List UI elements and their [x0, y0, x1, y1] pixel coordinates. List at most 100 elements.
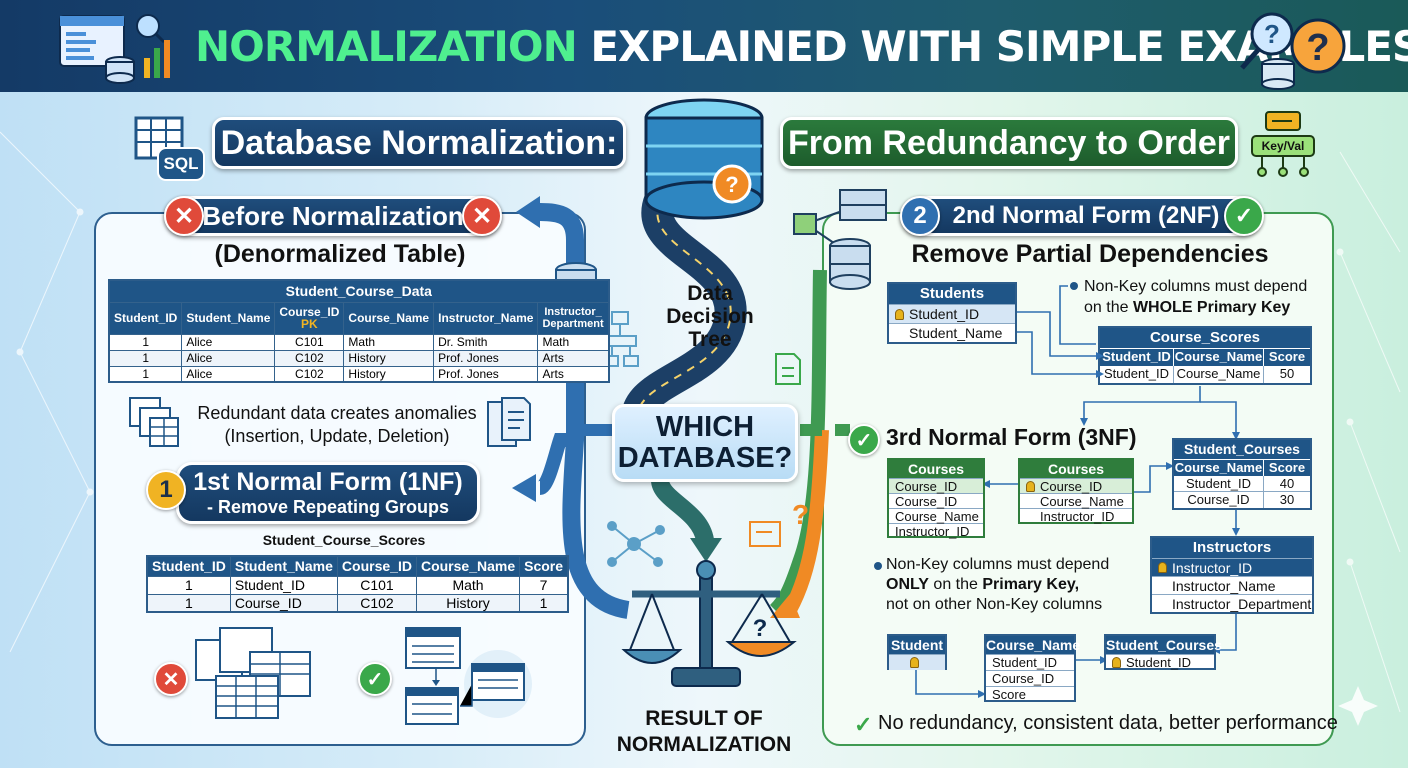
nf2-check-icon: ✓	[1224, 196, 1264, 236]
nf3-note-line2: ONLY on the Primary Key,	[886, 575, 1136, 595]
table-cell: Instructor_ID	[1172, 559, 1253, 576]
good-check-icon: ✓	[358, 662, 392, 696]
right-banner: From Redundancy to Order	[780, 117, 1238, 169]
conclusion-check-icon: ✓	[854, 712, 873, 737]
column-header-text: Course_ID	[279, 305, 340, 319]
nf1-banner: 1st Normal Form (1NF) - Remove Repeating…	[176, 462, 480, 524]
which-database-box: WHICH DATABASE?	[612, 404, 798, 482]
table-cell: Prof. Jones	[433, 349, 539, 367]
nf1-number-badge: 1	[146, 470, 186, 510]
nf3-title: 3rd Normal Form (3NF)	[886, 424, 1137, 450]
question-search-icon: ? ?	[1240, 12, 1346, 90]
table-row: Course_ID 30	[1174, 492, 1310, 508]
table-row: Student_ID	[889, 304, 1015, 323]
table-cell: C102	[274, 349, 345, 367]
title-highlight: NORMALIZATION	[195, 22, 578, 71]
table-title: Student	[889, 636, 945, 654]
table-row: Student_ID Course_Name 50	[1100, 366, 1310, 383]
header-bar: NORMALIZATION EXPLAINED WITH SIMPLE EXAM…	[0, 0, 1408, 92]
table-row: Course_ID	[889, 493, 983, 509]
sql-table-icon	[134, 116, 205, 181]
table-cell: Prof. Jones	[433, 365, 539, 383]
table-cell: Course_ID	[1040, 478, 1103, 494]
table-title: Instructors	[1152, 538, 1312, 558]
table-cell: Student_ID	[1126, 655, 1192, 670]
table-header-row: Student_ID Course_Name Score	[1100, 348, 1310, 366]
dashboard-icon	[59, 14, 170, 84]
table-cell: C101	[336, 575, 417, 595]
nf3-note: Non-Key columns must depend ONLY on the …	[886, 555, 1136, 615]
pk-label: PK	[301, 317, 318, 331]
svg-text:?: ?	[725, 172, 738, 197]
table-cell: Student_ID	[1174, 476, 1264, 491]
table-title: Students	[889, 284, 1015, 304]
course-name-table: Course_Name Student_ID Course_ID Score	[984, 634, 1080, 702]
table-cell: C102	[336, 593, 417, 613]
instructors-table: Instructors Instructor_ID Instructor_Nam…	[1150, 536, 1314, 614]
result-label: RESULT OF NORMALIZATION	[616, 707, 792, 756]
table-cell: Course_Name	[1174, 366, 1264, 383]
courses-table-b: Courses Course_ID Course_Name Instructor…	[1018, 458, 1134, 524]
table-row: Student_Name	[889, 323, 1015, 342]
nf2-subtitle: Remove Partial Dependencies	[911, 240, 1269, 268]
before-normalization-banner: Before Normalization	[164, 196, 502, 236]
nf3-note-line3: not on other Non-Key columns	[886, 596, 1103, 613]
nf3-note-line1: Non-Key columns must depend	[886, 556, 1110, 573]
table-header-row: Course_Name Score	[1174, 459, 1310, 476]
key-value-label: Key/Val	[1261, 139, 1305, 153]
column-header: Course_Name	[343, 301, 435, 335]
column-header: Score	[1268, 460, 1306, 475]
table-row: Instructor_Name	[1152, 576, 1312, 594]
bad-x-icon: ✕	[154, 662, 188, 696]
course-scores-table: Course_Scores Student_ID Course_Name Sco…	[1098, 326, 1312, 385]
key-icon	[1158, 562, 1167, 573]
background-network	[0, 131, 1401, 713]
column-header: Instructor_Name	[433, 301, 539, 335]
conclusion-text: No redundancy, consistent data, better p…	[878, 712, 1338, 734]
table-row: Course_ID	[889, 478, 983, 494]
table-cell: Instructor_ID	[895, 523, 970, 539]
table-cell: Course_ID	[895, 493, 958, 509]
sql-label: SQL	[163, 154, 199, 173]
table-row	[889, 654, 945, 670]
table-row: Student_ID	[1106, 654, 1214, 670]
table-row: Instructor_ID	[1020, 508, 1132, 524]
table-row: 1 Course_ID C102 History 1	[146, 593, 569, 613]
table-cell: Score	[992, 687, 1026, 702]
column-header: Course_Name	[415, 555, 521, 577]
table-row: 1 Alice C102 History Prof. Jones Arts	[108, 365, 610, 383]
nf2-number-badge: 2	[900, 196, 940, 236]
table-cell: 40	[1279, 476, 1295, 491]
column-header: Score	[1268, 349, 1306, 364]
table-cell: Arts	[537, 349, 610, 367]
svg-text:?: ?	[1306, 27, 1329, 69]
key-value-icon	[1251, 111, 1315, 177]
nf3-note-mid: on the	[928, 576, 983, 593]
table-title: Course_Scores	[1100, 328, 1310, 348]
left-banner-text: Database Normalization:	[220, 123, 618, 162]
anomaly-text: Redundant data creates anomalies (Insert…	[197, 403, 477, 446]
table-title: Student_Courses	[1106, 636, 1222, 654]
table-title: Courses	[1020, 460, 1132, 478]
table-cell: 1	[146, 593, 231, 613]
table-row: Course_Name	[889, 508, 983, 524]
table-cell: 30	[1279, 492, 1295, 507]
error-x-icon-right: ✕	[462, 196, 502, 236]
nf2-note-bold: WHOLE Primary Key	[1132, 299, 1291, 316]
column-header: Course_ID PK	[274, 301, 345, 335]
table-cell: 50	[1279, 366, 1295, 381]
table-row: Instructor_ID	[889, 523, 983, 539]
table-row: Course_ID	[1020, 478, 1132, 494]
table-cell: Arts	[537, 365, 610, 383]
table-cell: C102	[274, 365, 345, 383]
nf2-banner: 2nd Normal Form (2NF)	[900, 196, 1262, 236]
error-x-icon: ✕	[164, 196, 204, 236]
table-row: Instructor_ID	[1152, 558, 1312, 576]
table-cell: Dr. Smith	[433, 333, 539, 351]
table-cell: Course_ID	[895, 478, 958, 494]
table-row: Course_Name	[1020, 493, 1132, 509]
denormalized-table: Student_Course_Data Student_ID Student_N…	[108, 279, 610, 383]
table-row: 1 Alice C102 History Prof. Jones Arts	[108, 349, 610, 367]
